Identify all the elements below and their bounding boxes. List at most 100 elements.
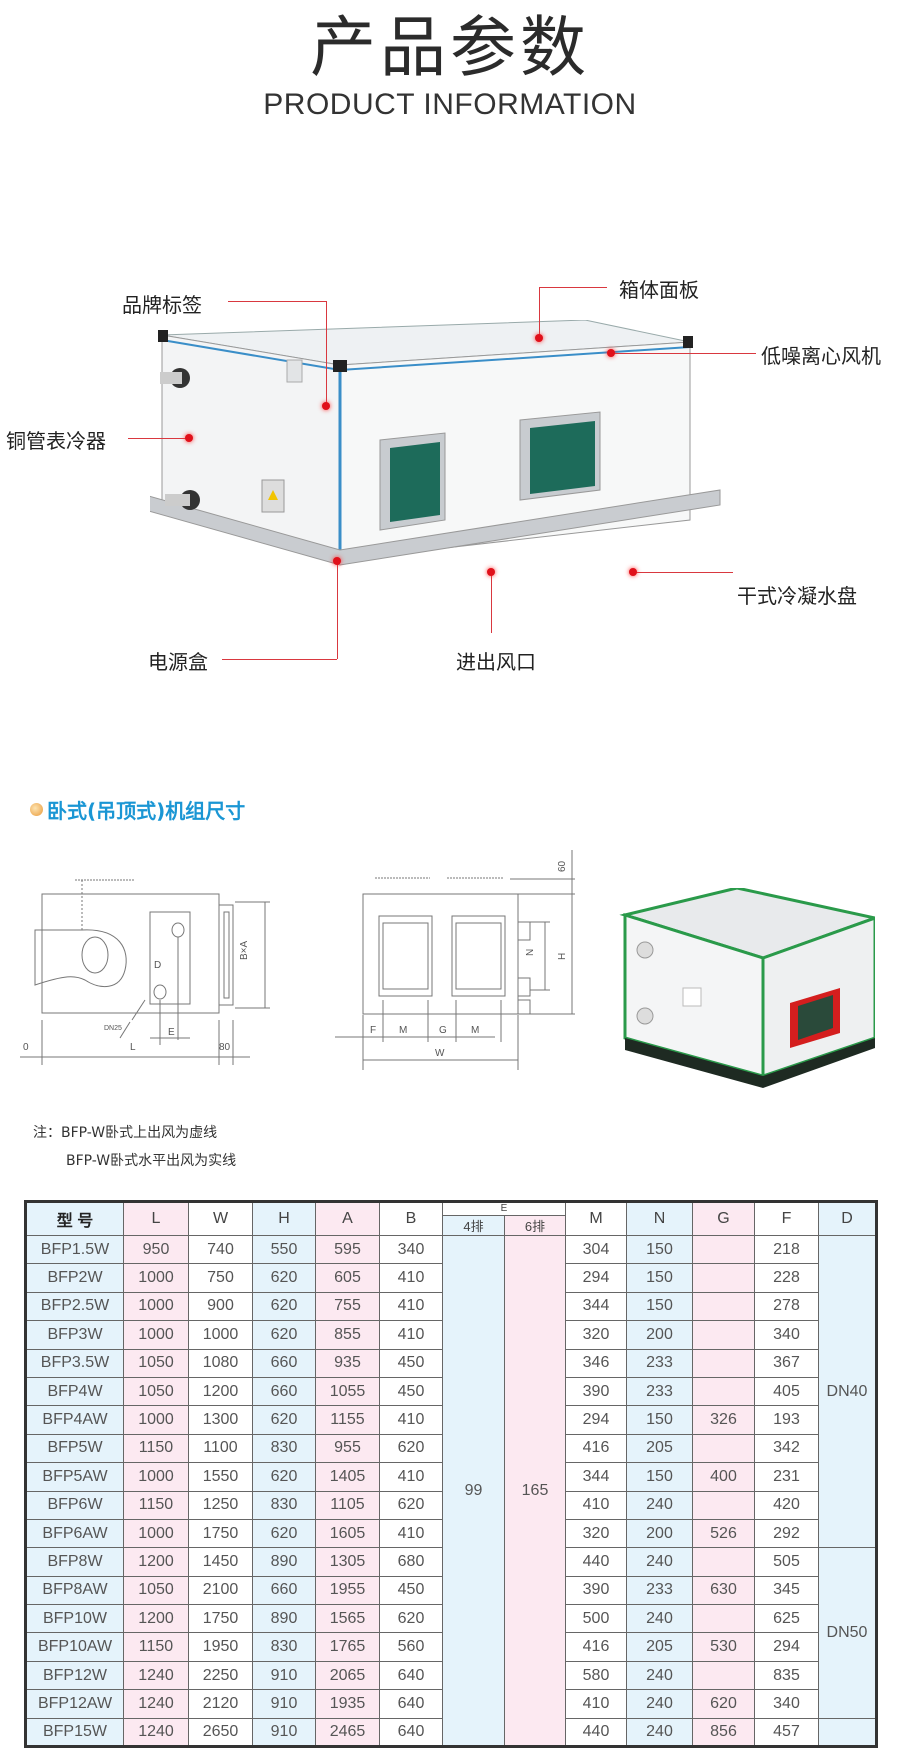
dim-h: H <box>557 953 568 960</box>
dimension-cell: 660 <box>252 1348 316 1378</box>
note-line-2: BFP-W卧式水平出风为实线 <box>66 1153 237 1169</box>
callout-power-box: 电源盒 <box>148 650 208 674</box>
dimension-cell: 500 <box>565 1604 627 1634</box>
dimension-cell: 955 <box>315 1433 380 1464</box>
dimension-cell: 620 <box>379 1604 443 1634</box>
bullet-icon <box>30 803 43 816</box>
dimension-cell: 1000 <box>123 1320 189 1350</box>
dimension-cell: 205 <box>626 1632 693 1662</box>
dimension-cell: 580 <box>565 1660 627 1691</box>
callout-line <box>337 561 338 659</box>
dimension-cell: 240 <box>626 1547 693 1577</box>
dimension-cell: 150 <box>626 1462 693 1492</box>
dimension-cell: 1050 <box>123 1575 189 1606</box>
dimension-cell <box>692 1433 755 1464</box>
model-cell: BFP2W <box>25 1263 124 1293</box>
dim-dn25: DN25 <box>104 1025 122 1032</box>
dimension-cell: 530 <box>692 1632 755 1662</box>
model-cell: BFP3.5W <box>25 1348 124 1378</box>
dimension-cell: 855 <box>315 1320 380 1350</box>
dimension-cell: 150 <box>626 1291 693 1322</box>
dimension-cell: 1055 <box>315 1376 380 1407</box>
dimension-cell: 660 <box>252 1376 316 1407</box>
callout-fan: 低噪离心风机 <box>761 344 881 368</box>
dimension-cell: 294 <box>565 1263 627 1293</box>
callout-line <box>128 438 189 439</box>
dimension-cell: 200 <box>626 1518 693 1549</box>
dimension-cell: 640 <box>379 1660 443 1691</box>
dimension-cell: 450 <box>379 1575 443 1606</box>
dimension-cell: 550 <box>252 1234 316 1265</box>
dimension-cell: 440 <box>565 1547 627 1577</box>
dimension-cell: 630 <box>692 1575 755 1606</box>
page-title: 产品参数 <box>310 9 590 86</box>
dim-60: 60 <box>557 860 568 872</box>
callout-dot <box>185 434 193 442</box>
model-cell: BFP5AW <box>25 1462 124 1492</box>
dimension-cell: 233 <box>626 1376 693 1407</box>
dimension-cell: 1100 <box>188 1433 253 1464</box>
dimension-cell <box>692 1291 755 1322</box>
dimension-cell: 193 <box>754 1405 819 1435</box>
dim-bxa: B×A <box>239 940 250 960</box>
dimension-cell: 910 <box>252 1660 316 1691</box>
dimension-cell: 2650 <box>188 1717 253 1748</box>
dimension-cell: 450 <box>379 1376 443 1407</box>
dimension-cell: 200 <box>626 1320 693 1350</box>
dimension-cell: 400 <box>692 1462 755 1492</box>
model-cell: BFP12AW <box>25 1689 124 1719</box>
model-cell: BFP5W <box>25 1433 124 1464</box>
dimension-cell: 390 <box>565 1575 627 1606</box>
dimension-cell: 1000 <box>123 1405 189 1435</box>
dimension-cell: 935 <box>315 1348 380 1378</box>
dimension-cell: 740 <box>188 1234 253 1265</box>
dimension-cell: 231 <box>754 1462 819 1492</box>
dimension-cell: 150 <box>626 1234 693 1265</box>
header-d: D <box>818 1201 877 1236</box>
header-w: W <box>188 1201 253 1236</box>
dim-g: G <box>439 1025 447 1036</box>
dim-m: M <box>399 1025 407 1036</box>
dimension-cell: 1150 <box>123 1433 189 1464</box>
callout-dot <box>322 402 330 410</box>
dimension-cell: 150 <box>626 1263 693 1293</box>
dimension-cell: 410 <box>379 1462 443 1492</box>
dimension-cell: 950 <box>123 1234 189 1265</box>
header-n: N <box>626 1201 693 1236</box>
dimension-cell: 320 <box>565 1518 627 1549</box>
dimension-cell <box>692 1348 755 1378</box>
d-cell: DN40 <box>818 1234 877 1549</box>
dimension-cell: 605 <box>315 1263 380 1293</box>
dimension-cell: 450 <box>379 1348 443 1378</box>
callout-brand-label: 品牌标签 <box>122 293 202 317</box>
dimension-cell: 1155 <box>315 1405 380 1435</box>
dimension-cell: 900 <box>188 1291 253 1322</box>
dimension-cell: 233 <box>626 1575 693 1606</box>
dimension-cell <box>692 1490 755 1520</box>
dimension-cell: 1000 <box>123 1263 189 1293</box>
dimension-cell: 320 <box>565 1320 627 1350</box>
dimension-cell: 420 <box>754 1490 819 1520</box>
dimension-cell: 640 <box>379 1717 443 1748</box>
dimension-cell: 410 <box>379 1263 443 1293</box>
dimension-cell: 1565 <box>315 1604 380 1634</box>
dimension-cell: 390 <box>565 1376 627 1407</box>
dimension-cell: 240 <box>626 1660 693 1691</box>
callout-line <box>228 301 326 302</box>
callout-dot <box>629 568 637 576</box>
dimension-cell: 1240 <box>123 1689 189 1719</box>
note-line-1: 注：BFP-W卧式上出风为虚线 <box>33 1125 218 1141</box>
dimension-cell: 344 <box>565 1291 627 1322</box>
callout-drain-pan: 干式冷凝水盘 <box>737 584 857 608</box>
dimension-cell: 660 <box>252 1575 316 1606</box>
dimension-cell: 326 <box>692 1405 755 1435</box>
dimension-cell: 1550 <box>188 1462 253 1492</box>
dimension-cell: 228 <box>754 1263 819 1293</box>
